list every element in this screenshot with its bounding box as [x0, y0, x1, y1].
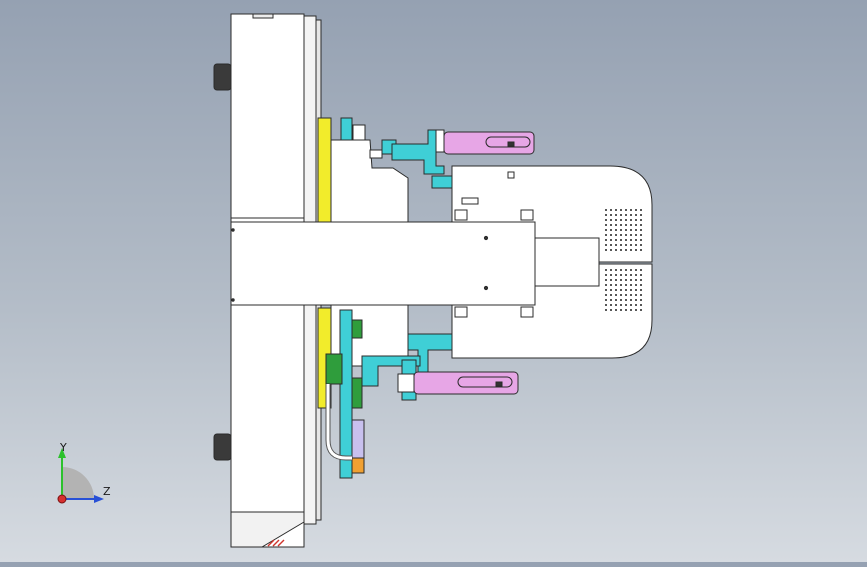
center-beam: [230, 221, 600, 306]
coordinate-triad[interactable]: Y Z: [40, 440, 130, 520]
upper-block: [330, 117, 409, 223]
lower-cylinder: [397, 371, 519, 395]
lower-jaw: [451, 263, 653, 359]
z-axis-head-icon: [94, 495, 104, 503]
y-axis-head-icon: [58, 448, 66, 458]
warning-hatch-icon: [267, 539, 285, 547]
upper-cylinder: [435, 129, 535, 155]
upper-clamp-arm: [369, 129, 453, 189]
y-axis-label: Y: [60, 441, 67, 454]
triad-sweep-icon: [62, 467, 94, 499]
left-port-icon: [213, 63, 232, 461]
z-axis-label: Z: [103, 485, 111, 498]
upper-jaw: [451, 165, 653, 263]
vent-grid-icon: [605, 209, 642, 311]
origin-dot-icon: [57, 494, 67, 504]
lower-block: [325, 304, 409, 479]
